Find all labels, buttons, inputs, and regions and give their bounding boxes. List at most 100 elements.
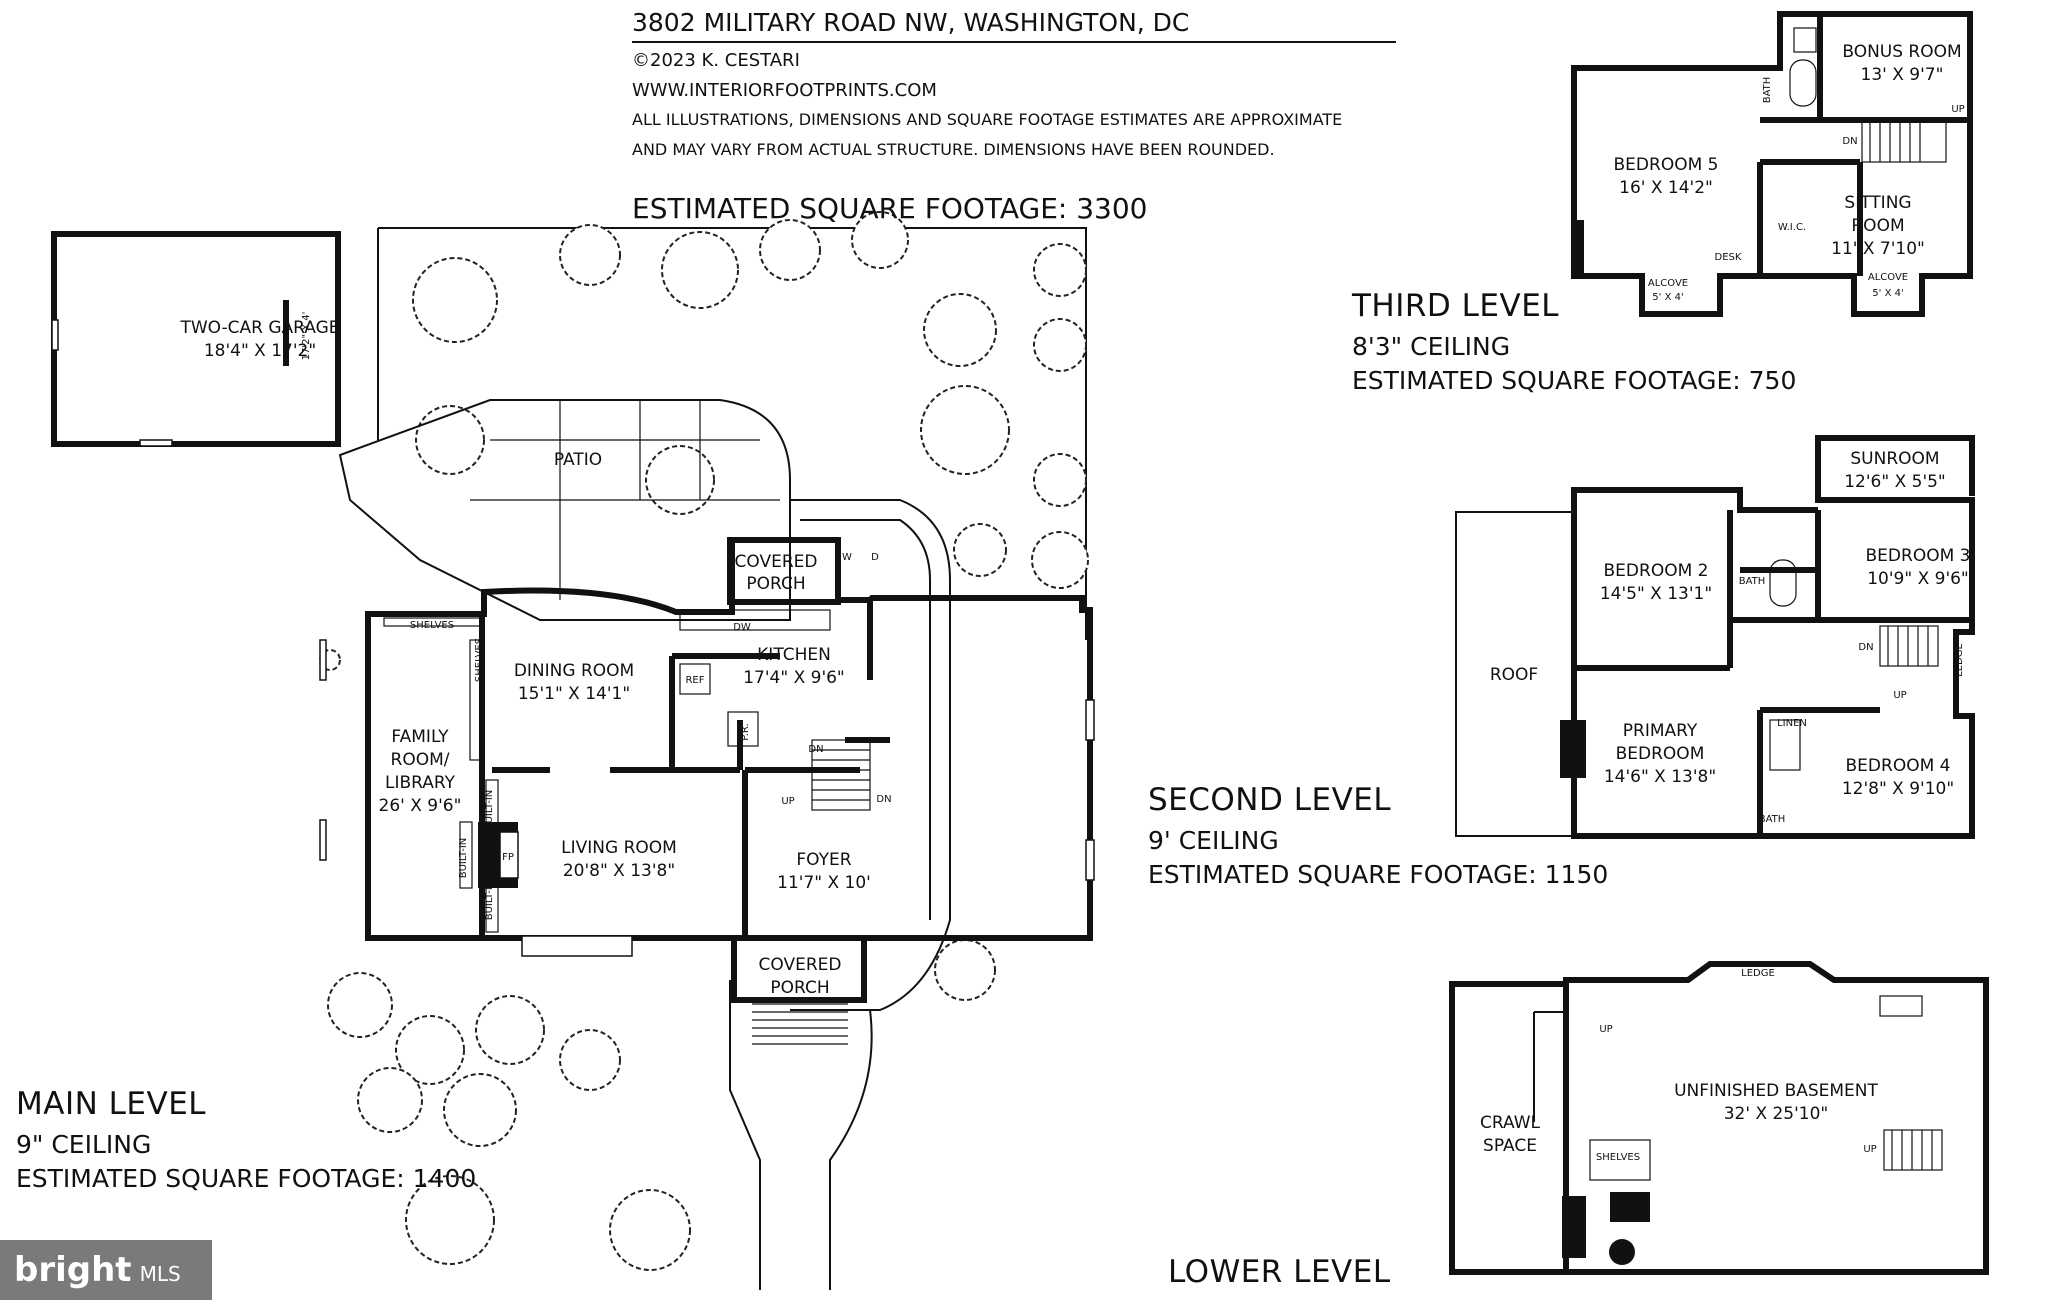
front-walk xyxy=(729,980,761,1290)
logo-suffix: MLS xyxy=(139,1262,181,1286)
label-built-in-c: BUILT-IN xyxy=(484,880,495,921)
label-basement-1: UNFINISHED BASEMENT xyxy=(1674,1081,1878,1101)
label-wic: W.I.C. xyxy=(1778,222,1806,233)
label-bedroom5-1: BEDROOM 5 xyxy=(1614,155,1719,175)
lower-level-plan: UNFINISHED BASEMENT 32' X 25'10" CRAWL S… xyxy=(1449,961,1989,1275)
label-alcove-b-1: ALCOVE xyxy=(1868,272,1908,283)
label-basement-2: 32' X 25'10" xyxy=(1724,1104,1829,1124)
label-roof: ROOF xyxy=(1490,665,1538,685)
label-family-3: LIBRARY xyxy=(385,773,456,793)
label-dn-main-b: DN xyxy=(876,794,891,805)
label-garage-1: TWO-CAR GARAGE xyxy=(179,318,339,338)
label-desk: DESK xyxy=(1715,252,1742,263)
label-bath-third: BATH xyxy=(1762,77,1773,104)
third-level-title: THIRD LEVEL xyxy=(1352,288,1560,324)
label-up-lower-a: UP xyxy=(1599,1024,1612,1035)
label-w: W xyxy=(842,552,852,563)
label-dining-1: DINING ROOM xyxy=(514,661,634,681)
label-primary-1: PRIMARY xyxy=(1623,721,1698,741)
label-up-main: UP xyxy=(781,796,794,807)
website-text: WWW.INTERIORFOOTPRINTS.COM xyxy=(632,80,937,101)
label-bedroom4-2: 12'8" X 9'10" xyxy=(1842,779,1954,799)
label-built-in-a: BUILT-IN xyxy=(484,790,495,831)
label-sunroom-2: 12'6" X 5'5" xyxy=(1844,472,1946,492)
label-sitting-1: SITTING xyxy=(1844,193,1911,213)
main-level-title: MAIN LEVEL xyxy=(16,1086,207,1122)
label-bedroom4-1: BEDROOM 4 xyxy=(1846,756,1951,776)
label-bath-second-b: BATH xyxy=(1759,814,1786,825)
label-family-2: ROOM/ xyxy=(391,750,450,770)
main-level-ceiling: 9" CEILING xyxy=(16,1130,152,1159)
copyright-text: ©2023 K. CESTARI xyxy=(632,50,800,71)
label-up-second: UP xyxy=(1893,690,1906,701)
label-garage-2: 18'4" X 17'2" xyxy=(204,341,316,361)
label-alcove-b-2: 5' X 4' xyxy=(1872,288,1903,299)
label-up-third: UP xyxy=(1951,104,1964,115)
main-level-plan xyxy=(51,211,1095,1290)
label-bedroom5-2: 16' X 14'2" xyxy=(1619,178,1713,198)
label-living-1: LIVING ROOM xyxy=(561,838,677,858)
label-primary-3: 14'6" X 13'8" xyxy=(1604,767,1716,787)
label-family-4: 26' X 9'6" xyxy=(379,796,462,816)
total-square-footage: ESTIMATED SQUARE FOOTAGE: 3300 xyxy=(632,192,1148,225)
label-shelves-b: SHELVES xyxy=(474,638,485,682)
third-level-ceiling: 8'3" CEILING xyxy=(1352,332,1511,361)
basement-walls xyxy=(1563,961,1989,1275)
label-shelves-a: SHELVES xyxy=(410,620,454,631)
label-garage-side: 17'2" X 4' xyxy=(301,312,312,361)
disclaimer-line-1: ALL ILLUSTRATIONS, DIMENSIONS AND SQUARE… xyxy=(632,110,1343,129)
third-level-sqft: ESTIMATED SQUARE FOOTAGE: 750 xyxy=(1352,366,1797,395)
third-level-walls xyxy=(1571,11,1973,317)
label-crawl-1: CRAWL xyxy=(1480,1113,1541,1133)
label-bath-second-a: BATH xyxy=(1739,576,1766,587)
label-ledge-lower: LEDGE xyxy=(1741,968,1775,979)
label-kitchen-2: 17'4" X 9'6" xyxy=(743,668,845,688)
label-dn-second: DN xyxy=(1858,642,1873,653)
label-front-porch-2: PORCH xyxy=(770,978,829,998)
label-back-porch-1: COVERED xyxy=(735,552,818,572)
third-level-plan: BONUS ROOM 13' X 9'7" BEDROOM 5 16' X 14… xyxy=(1571,11,1973,317)
second-level-sqft: ESTIMATED SQUARE FOOTAGE: 1150 xyxy=(1148,860,1609,889)
disclaimer-line-2: AND MAY VARY FROM ACTUAL STRUCTURE. DIME… xyxy=(632,140,1275,159)
label-linen: LINEN xyxy=(1777,718,1807,729)
lower-level-title: LOWER LEVEL xyxy=(1168,1254,1391,1290)
logo-brand: bright xyxy=(14,1250,132,1290)
label-bedroom2-1: BEDROOM 2 xyxy=(1604,561,1709,581)
label-living-2: 20'8" X 13'8" xyxy=(563,861,675,881)
main-level-labels: TWO-CAR GARAGE 18'4" X 17'2" 17'2" X 4' … xyxy=(179,312,891,998)
second-level-ceiling: 9' CEILING xyxy=(1148,826,1279,855)
main-house-walls xyxy=(365,537,1093,941)
front-porch-walls xyxy=(731,935,867,1003)
second-level-plan: ROOF SUNROOM 12'6" X 5'5" BEDROOM 2 14'5… xyxy=(1455,435,1975,839)
label-dining-2: 15'1" X 14'1" xyxy=(518,684,630,704)
label-alcove-a-2: 5' X 4' xyxy=(1652,292,1683,303)
garden-path xyxy=(790,499,951,1011)
label-sitting-2: ROOM xyxy=(1851,216,1904,236)
label-fp: FP xyxy=(502,852,514,863)
main-level-sqft: ESTIMATED SQUARE FOOTAGE: 1400 xyxy=(16,1164,477,1193)
trees xyxy=(319,211,1089,1271)
label-d: D xyxy=(871,552,879,563)
label-front-porch-1: COVERED xyxy=(759,955,842,975)
patio-area xyxy=(338,399,791,621)
label-shelves-lower: SHELVES xyxy=(1596,1152,1640,1163)
label-built-in-b: BUILT-IN xyxy=(458,838,469,879)
label-ledge-second: LEDGE xyxy=(1954,643,1965,677)
label-bedroom3-2: 10'9" X 9'6" xyxy=(1867,569,1969,589)
label-bedroom3-1: BEDROOM 3 xyxy=(1866,546,1971,566)
second-level-title: SECOND LEVEL xyxy=(1148,782,1392,818)
label-bedroom2-2: 14'5" X 13'1" xyxy=(1600,584,1712,604)
label-dw: DW xyxy=(733,622,751,633)
garage-walls xyxy=(51,231,341,447)
label-up-lower-b: UP xyxy=(1863,1144,1876,1155)
label-ref: REF xyxy=(685,675,704,686)
label-pr: P.R. xyxy=(740,723,751,740)
label-dn-third: DN xyxy=(1842,136,1857,147)
label-back-porch-2: PORCH xyxy=(746,574,805,594)
label-kitchen-1: KITCHEN xyxy=(757,645,831,665)
address-title: 3802 MILITARY ROAD NW, WASHINGTON, DC xyxy=(632,8,1190,37)
label-sitting-3: 11' X 7'10" xyxy=(1831,239,1925,259)
label-patio: PATIO xyxy=(554,450,602,470)
label-alcove-a-1: ALCOVE xyxy=(1648,278,1688,289)
